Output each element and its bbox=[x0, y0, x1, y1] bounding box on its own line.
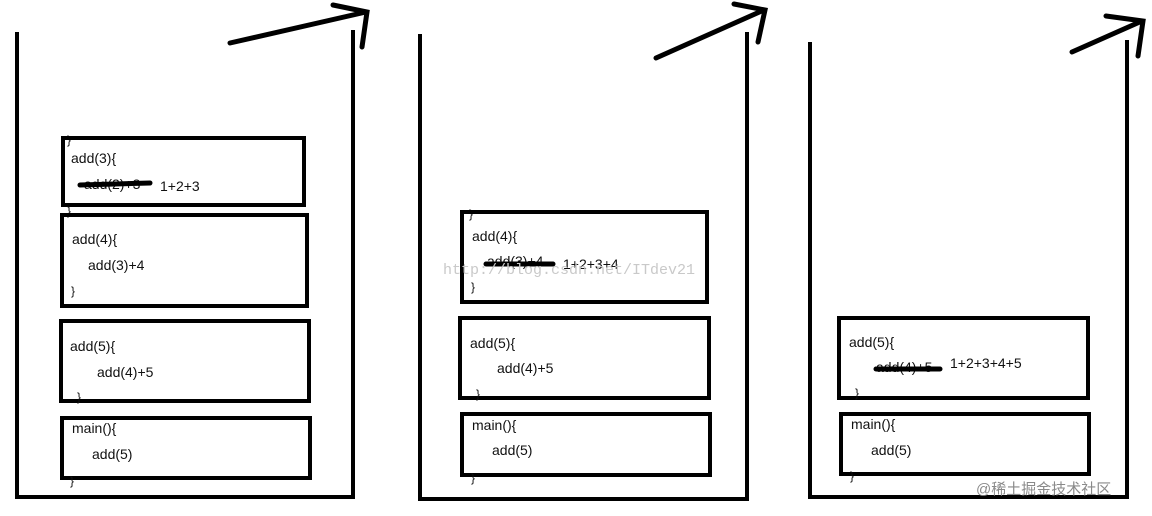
stack-1-frame-add4: add(4){ add(3)+4 } bbox=[60, 213, 309, 308]
frame-body: add(5) bbox=[871, 442, 911, 458]
stack-2: } add(4){ add(3)+4 1+2+3+4 } add(5){ add… bbox=[418, 1, 768, 501]
stack-3-container bbox=[808, 40, 1129, 499]
frame-open: add(5){ bbox=[470, 335, 515, 351]
frame-body: add(4)+5 bbox=[497, 360, 554, 376]
frame-open: main(){ bbox=[851, 416, 896, 432]
frame-box bbox=[837, 316, 1090, 400]
frame-result: 1+2+3+4+5 bbox=[950, 355, 1022, 371]
frame-box bbox=[460, 412, 712, 477]
stack-2-frame-add5: add(5){ add(4)+5 } bbox=[458, 316, 711, 401]
frame-open: add(5){ bbox=[70, 338, 115, 354]
frame-open: main(){ bbox=[472, 417, 517, 433]
stack-3-frame-add5: add(5){ add(4)+5 1+2+3+4+5 } bbox=[837, 316, 1090, 400]
frame-open: add(5){ bbox=[849, 334, 894, 350]
frame-box bbox=[460, 210, 709, 304]
frame-box bbox=[458, 316, 711, 400]
frame-box bbox=[61, 136, 306, 207]
frame-body: add(5) bbox=[92, 446, 132, 462]
stack-1-container bbox=[15, 30, 355, 499]
stack-2-frame-main: main(){ add(5) } bbox=[460, 412, 712, 485]
frame-body: add(4)+5 bbox=[97, 364, 154, 380]
frame-open: add(4){ bbox=[72, 231, 117, 247]
stack-2-container bbox=[418, 32, 749, 501]
frame-close: } bbox=[70, 474, 74, 488]
strikethrough-line bbox=[77, 180, 153, 188]
frame-result: 1+2+3 bbox=[160, 178, 200, 194]
stack-2-arrow-icon bbox=[653, 1, 768, 61]
stack-1-frame-add3: } add(3){ add(2)+3 1+2+3 } bbox=[61, 133, 306, 218]
frame-body: add(5) bbox=[492, 442, 532, 458]
stack-3: add(5){ add(4)+5 1+2+3+4+5 } main(){ add… bbox=[808, 13, 1146, 499]
stack-1-arrow-icon bbox=[227, 2, 370, 50]
frame-open: main(){ bbox=[72, 420, 117, 436]
stack-1: } add(3){ add(2)+3 1+2+3 } add(4){ add(3… bbox=[15, 2, 370, 499]
stack-3-arrow-icon bbox=[1069, 13, 1146, 59]
frame-box bbox=[60, 416, 312, 480]
stack-3-frame-main: main(){ add(5) } bbox=[839, 412, 1091, 483]
frame-close-bottom: } bbox=[67, 204, 71, 218]
frame-close: } bbox=[855, 386, 859, 400]
frame-close: } bbox=[471, 280, 475, 294]
frame-close: } bbox=[77, 390, 81, 404]
frame-box bbox=[59, 319, 311, 403]
frame-box bbox=[839, 412, 1091, 476]
frame-body: add(3)+4 bbox=[88, 257, 145, 273]
frame-result: 1+2+3+4 bbox=[563, 256, 619, 272]
frame-box bbox=[60, 213, 309, 308]
frame-open: add(3){ bbox=[71, 150, 116, 166]
stack-2-frame-add4: } add(4){ add(3)+4 1+2+3+4 } bbox=[460, 207, 709, 304]
watermark-url: http://blog.csdn.net/ITdev21 bbox=[443, 262, 695, 279]
frame-close: } bbox=[850, 469, 854, 483]
watermark-corner: @稀土掘金技术社区 bbox=[976, 481, 1111, 498]
stack-1-frame-main: main(){ add(5) } bbox=[60, 416, 312, 488]
frame-open: add(4){ bbox=[472, 228, 517, 244]
frame-close: } bbox=[71, 284, 75, 298]
frame-close: } bbox=[471, 471, 475, 485]
stack-1-frame-add5: add(5){ add(4)+5 } bbox=[59, 319, 311, 404]
frame-close: } bbox=[476, 387, 480, 401]
